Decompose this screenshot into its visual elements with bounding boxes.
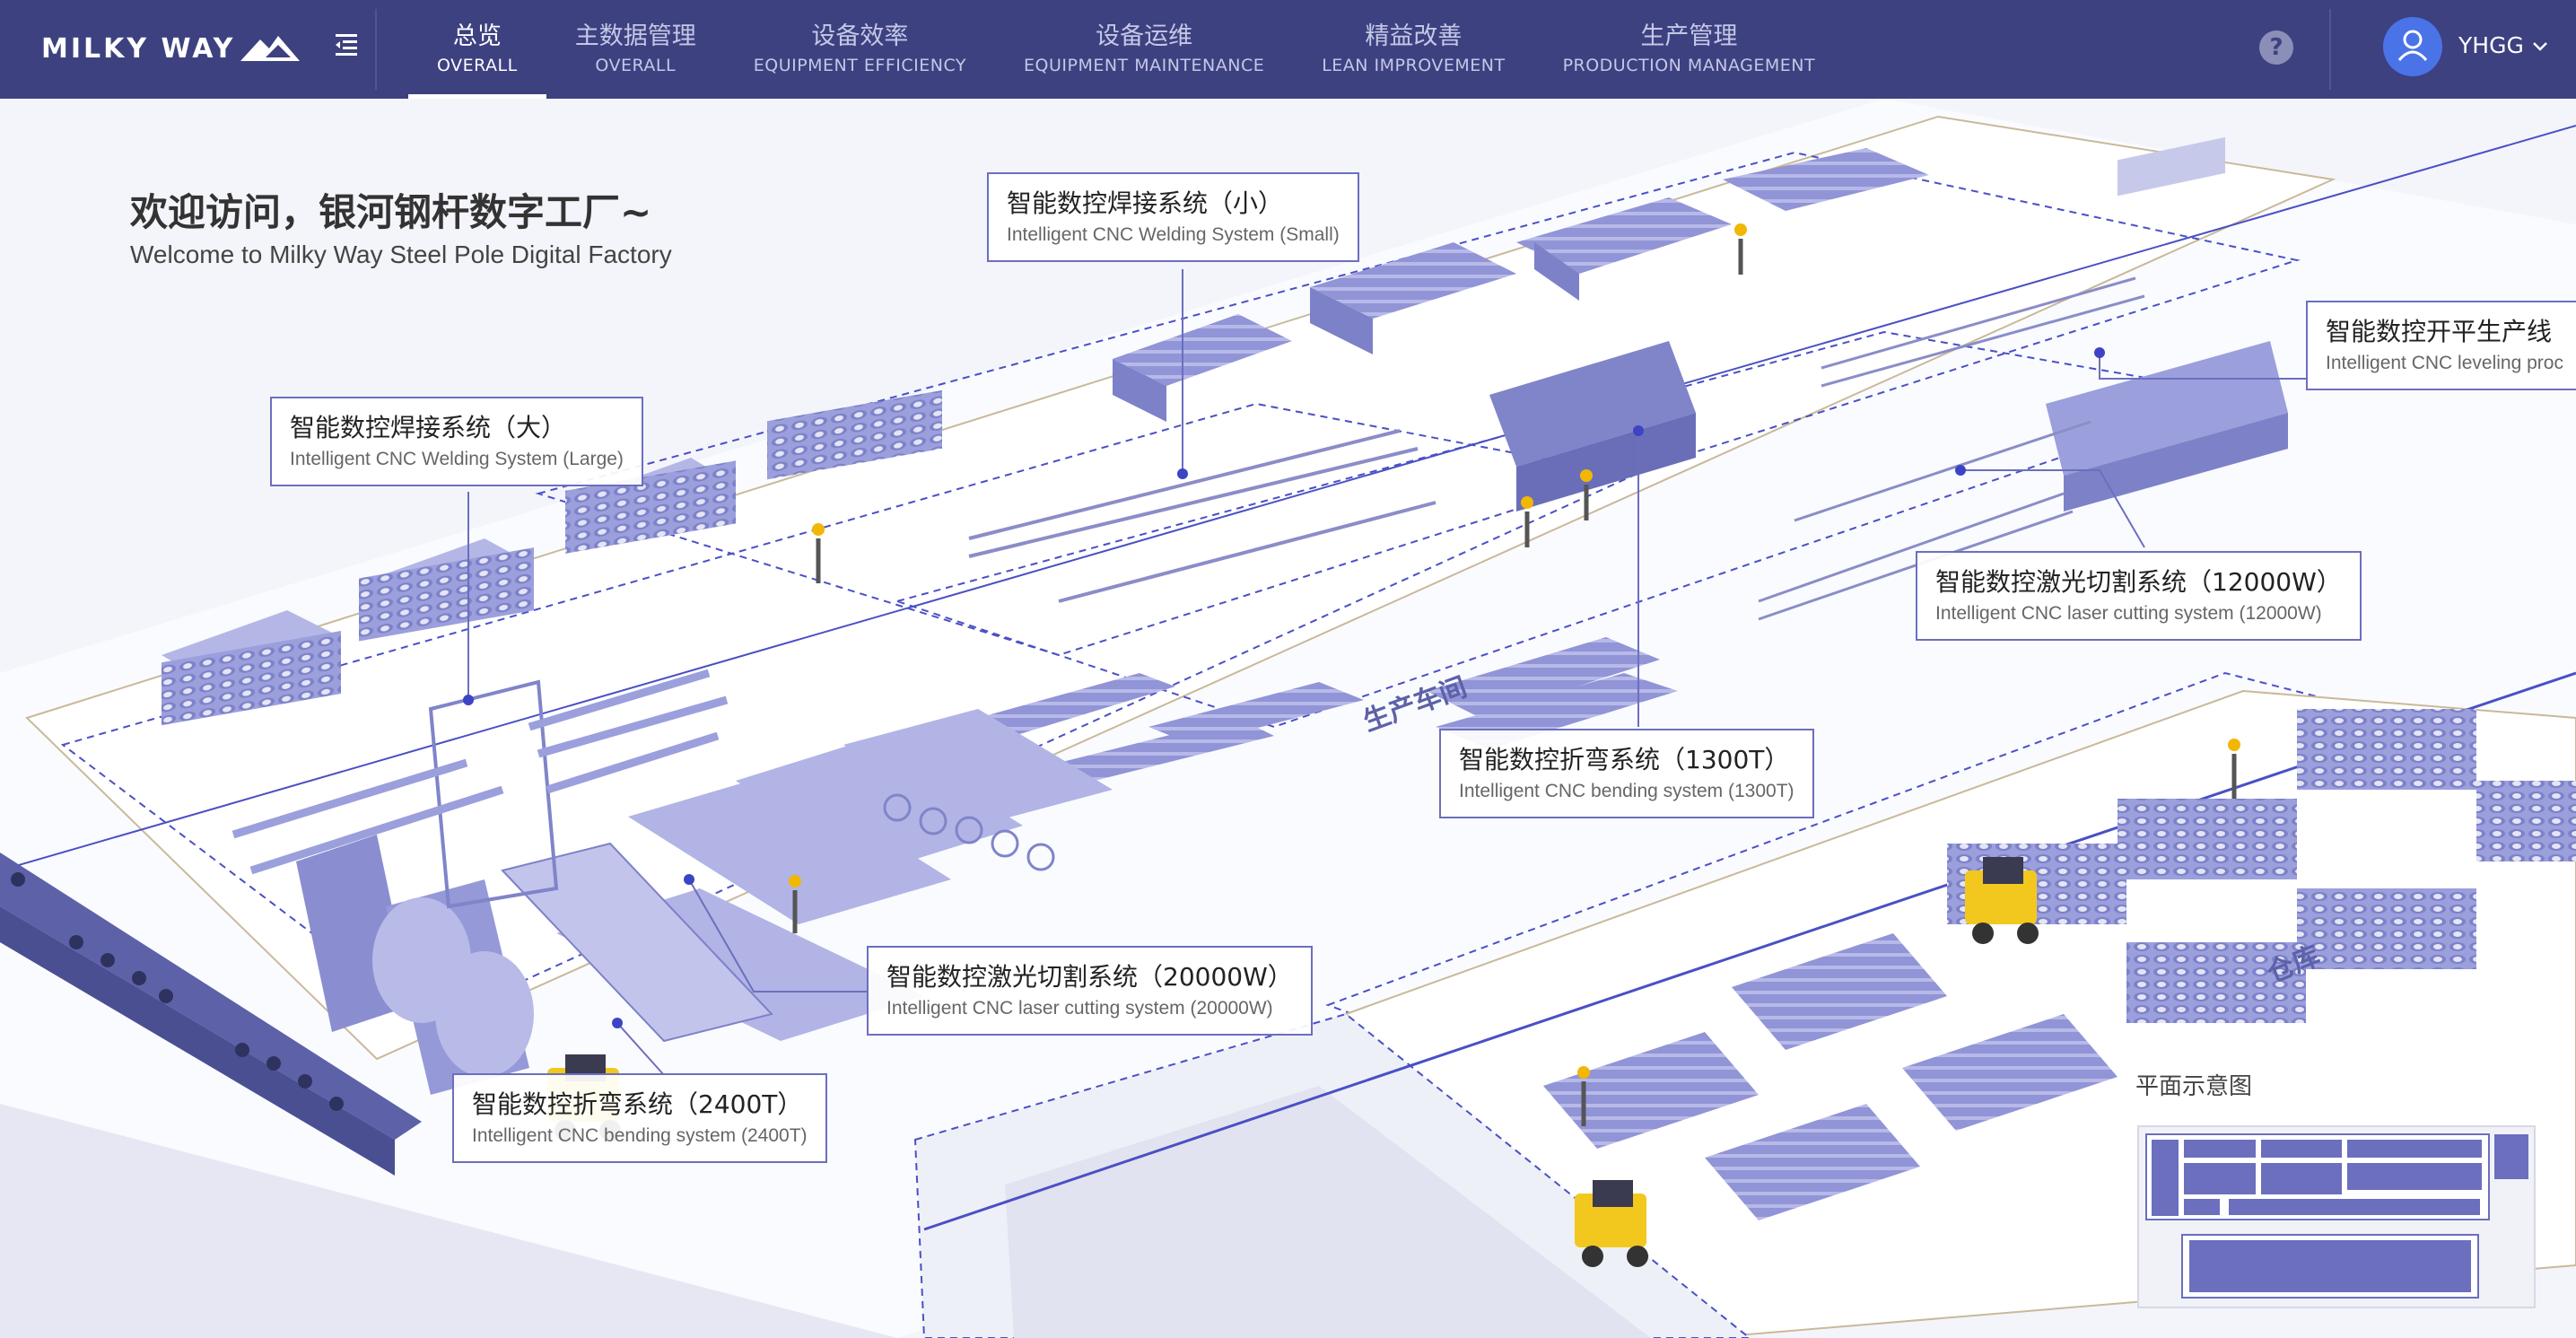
nav-label-zh: 设备运维 xyxy=(1096,22,1193,50)
callout-title: 智能数控折弯系统（2400T） xyxy=(472,1089,803,1119)
nav-label-en: EQUIPMENT MAINTENANCE xyxy=(1024,56,1265,75)
callout-bending-1300[interactable]: 智能数控折弯系统（1300T） Intelligent CNC bending … xyxy=(1439,729,1814,818)
logo-mark-icon xyxy=(240,36,301,61)
welcome-title: 欢迎访问，银河钢杆数字工厂~ xyxy=(130,190,652,234)
callout-welding-large[interactable]: 智能数控焊接系统（大） Intelligent CNC Welding Syst… xyxy=(270,397,643,486)
nav-label-en: EQUIPMENT EFFICIENCY xyxy=(753,56,967,75)
callout-subtitle: Intelligent CNC laser cutting system (20… xyxy=(886,998,1273,1019)
worker-body xyxy=(792,239,2237,1126)
callout-subtitle: Intelligent CNC bending system (1300T) xyxy=(1459,781,1794,801)
nav-item-overall[interactable]: 总览 OVERALL xyxy=(408,0,546,99)
chevron-down-icon[interactable] xyxy=(2530,36,2550,56)
nav-label-zh: 生产管理 xyxy=(1640,22,1738,50)
floor-plan-diagram xyxy=(2145,1133,2528,1299)
header-divider xyxy=(375,9,377,90)
floor-plan-minimap[interactable] xyxy=(2137,1125,2536,1308)
callout-welding-small[interactable]: 智能数控焊接系统（小） Intelligent CNC Welding Syst… xyxy=(987,172,1359,262)
warehouse-pipe-stack xyxy=(1947,709,2576,1023)
nav-item-equipment-maintenance[interactable]: 设备运维 EQUIPMENT MAINTENANCE xyxy=(995,0,1293,99)
callout-title: 智能数控焊接系统（小） xyxy=(1007,188,1284,218)
nav-item-lean-improvement[interactable]: 精益改善 LEAN IMPROVEMENT xyxy=(1293,0,1533,99)
logo-text: MILKY WAY xyxy=(41,32,236,65)
callout-subtitle: Intelligent CNC bending system (2400T) xyxy=(472,1125,808,1146)
forklift-icon xyxy=(1575,1180,1648,1267)
logo[interactable]: MILKY WAY xyxy=(41,29,301,68)
pipe-stack xyxy=(359,538,534,642)
user-avatar-icon[interactable] xyxy=(2383,17,2442,76)
callout-laser-20000[interactable]: 智能数控激光切割系统（20000W） Intelligent CNC laser… xyxy=(867,946,1313,1036)
welcome-subtitle: Welcome to Milky Way Steel Pole Digital … xyxy=(130,240,672,268)
top-navigation-bar: MILKY WAY 总览 OVERALL 主数据管理 OVERALL 设备效率 … xyxy=(0,0,2576,99)
callout-laser-12000[interactable]: 智能数控激光切割系统（12000W） Intelligent CNC laser… xyxy=(1916,551,2362,641)
nav-label-zh: 精益改善 xyxy=(1365,22,1463,50)
laser-line-12000 xyxy=(1758,276,2145,621)
minimap-label: 平面示意图 xyxy=(2135,1073,2253,1100)
pipe-stack xyxy=(767,389,942,480)
main-nav: 总览 OVERALL 主数据管理 OVERALL 设备效率 EQUIPMENT … xyxy=(408,0,1844,99)
nav-label-en: PRODUCTION MANAGEMENT xyxy=(1562,56,1816,75)
callout-title: 智能数控焊接系统（大） xyxy=(290,413,567,442)
help-icon[interactable]: ? xyxy=(2259,31,2293,65)
nav-label-zh: 总览 xyxy=(452,22,502,50)
callout-title: 智能数控激光切割系统（12000W） xyxy=(1935,567,2342,597)
nav-label-zh: 设备效率 xyxy=(811,22,909,50)
warehouse-plates xyxy=(1543,933,2118,1220)
nav-label-en: OVERALL xyxy=(595,56,677,75)
nav-item-equipment-efficiency[interactable]: 设备效率 EQUIPMENT EFFICIENCY xyxy=(725,0,995,99)
forklift-icon xyxy=(1965,857,2039,944)
long-pipes xyxy=(231,669,729,875)
worker-icon xyxy=(789,223,2240,1079)
nav-label-en: LEAN IMPROVEMENT xyxy=(1322,56,1506,75)
pipe-stack xyxy=(162,610,341,726)
callout-subtitle: Intelligent CNC Welding System (Large) xyxy=(290,449,624,469)
callout-leader-lines xyxy=(467,269,2306,1076)
callout-anchor-dots xyxy=(463,347,2105,1028)
large-welding-machine xyxy=(296,679,559,1095)
menu-collapse-icon[interactable] xyxy=(328,27,364,63)
nav-label-zh: 主数据管理 xyxy=(574,22,696,50)
callout-leveling-line[interactable]: 智能数控开平生产线 Intelligent CNC leveling proc xyxy=(2306,301,2576,390)
header-divider xyxy=(2329,9,2331,90)
nav-item-production-management[interactable]: 生产管理 PRODUCTION MANAGEMENT xyxy=(1534,0,1845,99)
nav-item-master-data[interactable]: 主数据管理 OVERALL xyxy=(546,0,725,99)
welding-line-small xyxy=(968,429,1436,603)
callout-subtitle: Intelligent CNC laser cutting system (12… xyxy=(1935,603,2322,624)
callout-bending-2400[interactable]: 智能数控折弯系统（2400T） Intelligent CNC bending … xyxy=(452,1073,827,1163)
callout-subtitle: Intelligent CNC leveling proc xyxy=(2326,353,2563,373)
callout-subtitle: Intelligent CNC Welding System (Small) xyxy=(1007,224,1340,245)
user-name[interactable]: YHGG xyxy=(2458,32,2524,58)
callout-title: 智能数控折弯系统（1300T） xyxy=(1459,745,1790,774)
callout-title: 智能数控开平生产线 xyxy=(2326,317,2553,346)
callout-title: 智能数控激光切割系统（20000W） xyxy=(886,962,1293,992)
nav-label-en: OVERALL xyxy=(437,56,518,75)
